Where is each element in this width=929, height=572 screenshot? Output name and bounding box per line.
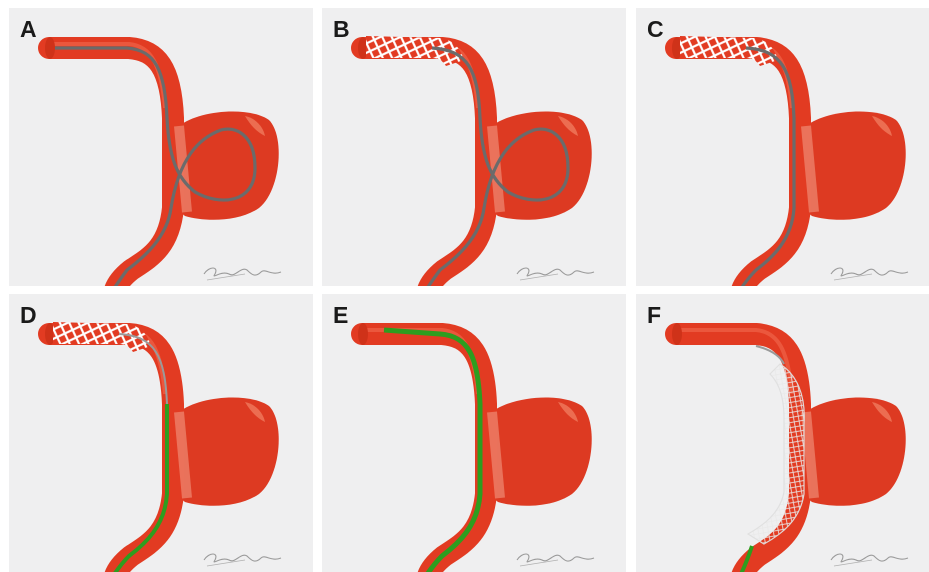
green-wire [384, 330, 480, 572]
artist-signature-icon [831, 268, 908, 280]
panel-f: F [636, 294, 929, 572]
panel-a: A [9, 8, 313, 286]
vessel-diagram [322, 8, 626, 286]
artist-signature-icon [831, 554, 908, 566]
panel-d: D [9, 294, 313, 572]
panel-label: C [647, 16, 664, 43]
panel-label: E [333, 302, 348, 329]
vessel-diagram [9, 8, 313, 286]
flow-diverter [748, 364, 804, 544]
vessel-diagram [322, 294, 626, 572]
artist-signature-icon [517, 554, 594, 566]
panel-label: B [333, 16, 350, 43]
artist-signature-icon [204, 268, 281, 280]
panel-c: C [636, 8, 929, 286]
vessel-diagram [9, 294, 313, 572]
vessel-diagram [636, 8, 929, 286]
artist-signature-icon [204, 554, 281, 566]
panel-e: E [322, 294, 626, 572]
artist-signature-icon [517, 268, 594, 280]
panel-label: D [20, 302, 37, 329]
panel-label: F [647, 302, 661, 329]
panel-b: B [322, 8, 626, 286]
panel-label: A [20, 16, 37, 43]
vessel-diagram [636, 294, 929, 572]
